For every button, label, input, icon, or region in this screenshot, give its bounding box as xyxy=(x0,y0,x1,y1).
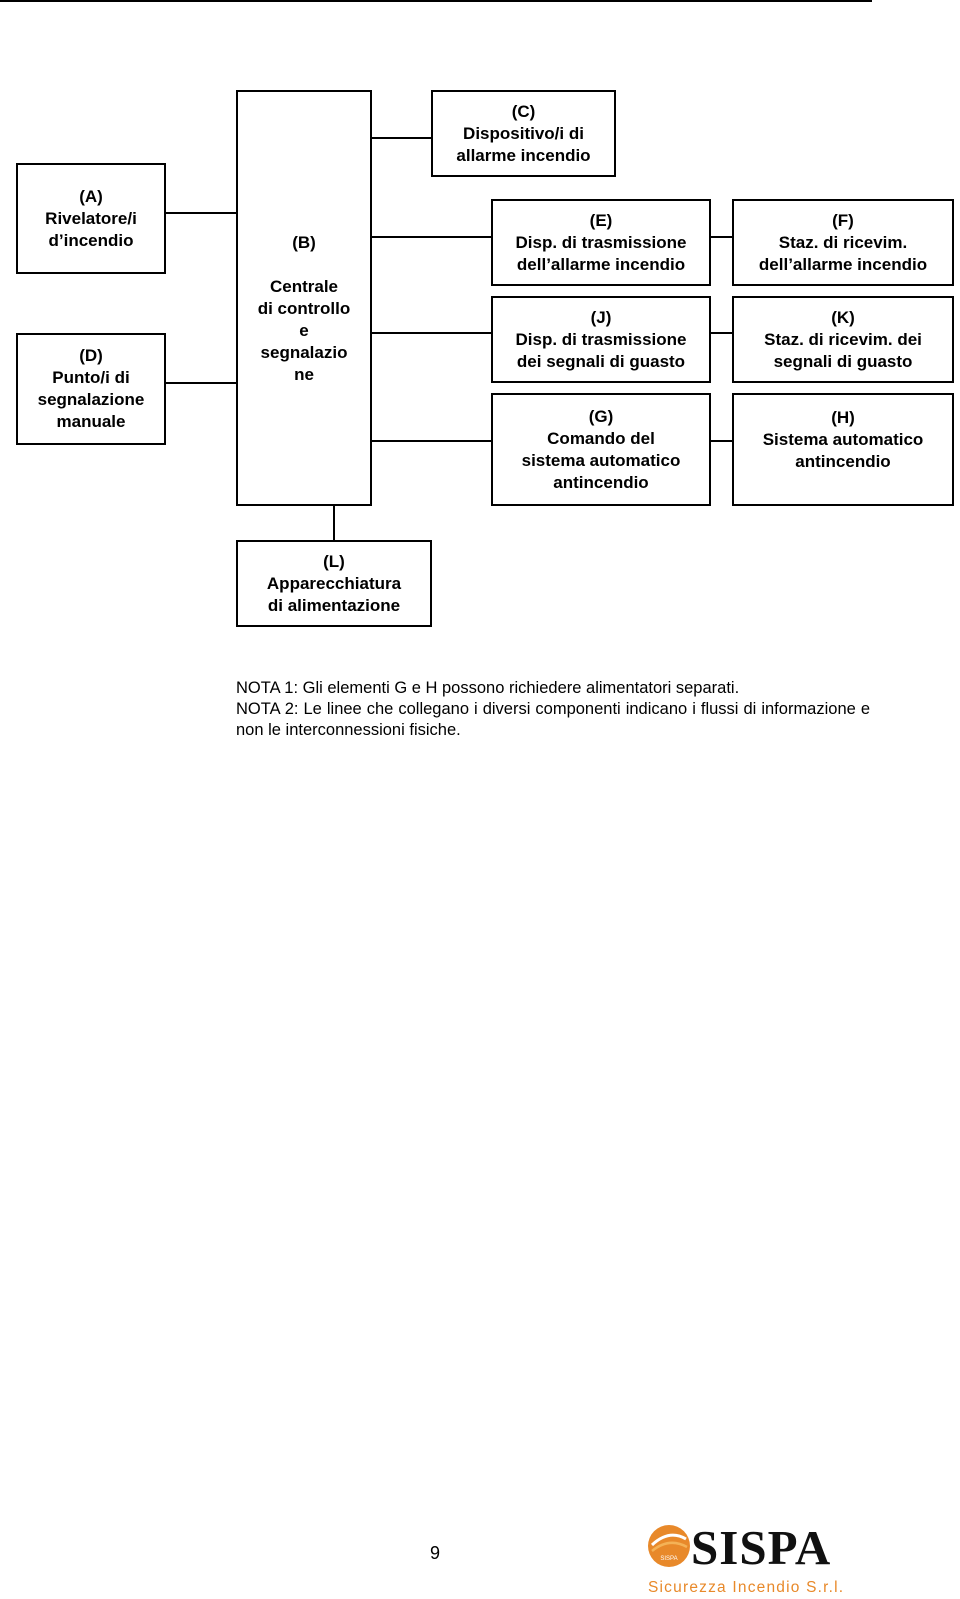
box-j-line-2: Disp. di trasmissione xyxy=(515,329,687,349)
connector-b-j xyxy=(370,332,492,334)
box-g-line-1: (G) xyxy=(588,406,614,426)
page-number: 9 xyxy=(430,1543,441,1563)
box-d-line-3: segnalazione xyxy=(37,390,145,409)
box-g-comando-antincendio: (G) Comando del sistema automatico antin… xyxy=(491,393,711,506)
connector-a-b xyxy=(164,212,237,214)
box-f-line-3: dell’allarme incendio xyxy=(758,254,928,274)
box-b-line-3: Centrale xyxy=(269,277,339,296)
box-d-line-4: manuale xyxy=(56,412,126,431)
box-j-line-1: (J) xyxy=(590,307,612,327)
box-b-line-6: segnalazio xyxy=(260,343,348,362)
box-a-line-2: Rivelatore/i xyxy=(45,208,137,228)
box-g-line-3: sistema automatico xyxy=(521,450,681,470)
sispa-emblem-icon: SISPA xyxy=(648,1525,690,1567)
box-f-line-1: (F) xyxy=(832,210,854,230)
note-1: NOTA 1: Gli elementi G e H possono richi… xyxy=(236,679,740,697)
connector-e-f xyxy=(709,236,733,238)
sispa-emblem-text: SISPA xyxy=(660,1556,677,1562)
box-j-line-3: dei segnali di guasto xyxy=(516,351,686,371)
box-e-line-2: Disp. di trasmissione xyxy=(515,232,687,252)
box-e-line-3: dell’allarme incendio xyxy=(516,254,686,274)
box-e-trasmissione-allarme: (E) Disp. di trasmissione dell’allarme i… xyxy=(491,199,711,286)
box-l-line-2: Apparecchiatura xyxy=(266,573,402,593)
connector-b-e xyxy=(370,236,492,238)
box-h-sistema-antincendio: (H) Sistema automatico antincendio xyxy=(732,393,954,506)
box-h-line-2: Sistema automatico xyxy=(762,430,924,449)
box-a-rivelatore: (A) Rivelatore/i d’incendio xyxy=(16,163,166,274)
connector-j-k xyxy=(709,332,733,334)
box-h-line-1: (H) xyxy=(831,408,855,427)
box-l-line-1: (L) xyxy=(323,551,345,571)
box-d-line-1: (D) xyxy=(79,346,103,365)
box-k-line-2: Staz. di ricevim. dei xyxy=(764,329,922,349)
connector-b-c xyxy=(370,137,432,139)
box-g-line-4: antincendio xyxy=(553,472,649,492)
box-g-line-2: Comando del xyxy=(547,428,655,448)
box-h-line-3: antincendio xyxy=(795,452,891,471)
box-l-line-3: di alimentazione xyxy=(267,595,401,615)
box-l-alimentazione: (L) Apparecchiatura di alimentazione xyxy=(236,540,432,627)
box-k-line-1: (K) xyxy=(831,307,855,327)
box-c-line-1: (C) xyxy=(511,101,536,121)
box-b-line-1: (B) xyxy=(292,233,316,252)
box-j-trasmissione-guasto: (J) Disp. di trasmissione dei segnali di… xyxy=(491,296,711,383)
box-c-line-3: allarme incendio xyxy=(456,145,591,165)
box-b-line-4: di controllo xyxy=(257,299,351,318)
header-rule xyxy=(0,0,872,2)
box-c-dispositivo-allarme: (C) Dispositivo/i di allarme incendio xyxy=(431,90,616,177)
connector-b-l xyxy=(333,504,335,540)
note-2: NOTA 2: Le linee che collegano i diversi… xyxy=(236,700,870,739)
box-f-ricevimento-allarme: (F) Staz. di ricevim. dell’allarme incen… xyxy=(732,199,954,286)
box-c-line-2: Dispositivo/i di xyxy=(463,123,584,143)
box-d-line-2: Punto/i di xyxy=(52,368,130,387)
box-d-punto-segnalazione: (D) Punto/i di segnalazione manuale xyxy=(16,333,166,445)
connector-d-b xyxy=(164,382,237,384)
box-a-line-3: d’incendio xyxy=(48,230,134,250)
box-b-line-5: e xyxy=(299,321,309,340)
box-b-line-7: ne xyxy=(294,365,314,384)
box-b-centrale: (B) Centrale di controllo e segnalazio n… xyxy=(236,90,372,506)
box-k-line-3: segnali di guasto xyxy=(773,351,913,371)
box-k-ricevimento-guasto: (K) Staz. di ricevim. dei segnali di gua… xyxy=(732,296,954,383)
connector-g-h xyxy=(709,440,733,442)
sispa-logo: SISPA SISPA Sicurezza Incendio S.r.l. xyxy=(646,1523,876,1599)
box-f-line-2: Staz. di ricevim. xyxy=(778,232,908,252)
sispa-tagline: Sicurezza Incendio S.r.l. xyxy=(648,1579,845,1596)
box-e-line-1: (E) xyxy=(589,210,613,230)
connector-b-g xyxy=(370,440,492,442)
box-a-line-1: (A) xyxy=(79,186,103,206)
sispa-wordmark: SISPA xyxy=(691,1520,832,1575)
